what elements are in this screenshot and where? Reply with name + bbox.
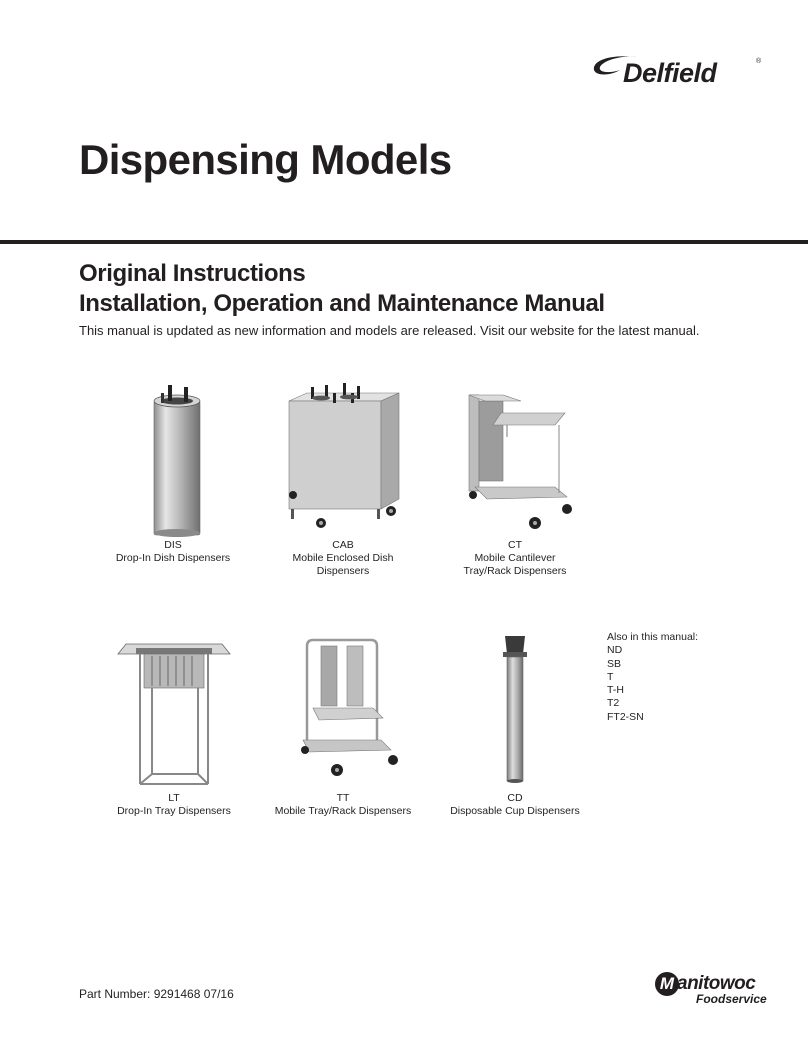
update-note: This manual is updated as new informatio… xyxy=(79,323,700,338)
model-desc: Disposable Cup Dispensers xyxy=(450,805,580,817)
dis-dispenser-image xyxy=(153,385,201,537)
model-code: CAB xyxy=(332,539,354,551)
also-item-t: T xyxy=(607,670,614,683)
manufacturer-division: Foodservice xyxy=(696,992,767,1006)
model-code: CD xyxy=(507,792,523,804)
model-desc: Drop-In Dish Dispensers xyxy=(115,552,231,564)
also-item-nd: ND xyxy=(607,644,623,657)
cd-dispenser-image xyxy=(503,636,527,783)
also-in-manual-list: Also in this manual: ND SB T T-H T2 FT2-… xyxy=(607,631,698,724)
delfield-logo: Delfield ® xyxy=(590,48,770,96)
delfield-swoosh-icon xyxy=(593,56,636,75)
tt-dispenser-image xyxy=(301,638,398,776)
model-code: LT xyxy=(168,792,180,804)
also-heading: Also in this manual: xyxy=(607,631,699,643)
page-title: Dispensing Models xyxy=(79,136,452,183)
also-item-ft2-sn: FT2-SN xyxy=(607,710,644,723)
title-divider xyxy=(0,240,808,244)
manitowoc-m-mark: M xyxy=(655,972,679,996)
model-ct: CT Mobile Cantilever Tray/Rack Dispenser… xyxy=(448,383,582,578)
model-desc: Mobile Tray/Rack Dispensers xyxy=(274,805,412,817)
subtitle-manual-type: Installation, Operation and Maintenance … xyxy=(79,290,605,317)
model-code: TT xyxy=(336,792,350,804)
model-cd: CD Disposable Cup Dispensers xyxy=(448,634,582,818)
part-number: Part Number: 9291468 07/16 xyxy=(79,987,234,1001)
registered-mark: ® xyxy=(756,58,762,65)
cab-dispenser-image xyxy=(288,383,400,528)
model-desc: Drop-In Tray Dispensers xyxy=(117,805,231,817)
model-desc-line2: Tray/Rack Dispensers xyxy=(463,565,567,577)
model-desc: Mobile Cantilever xyxy=(474,552,556,564)
also-item-sb: SB xyxy=(607,657,622,670)
manitowoc-logo: M anitowoc Foodservice xyxy=(655,972,767,1008)
model-code: DIS xyxy=(164,539,182,551)
model-desc: Mobile Enclosed Dish Dispensers xyxy=(292,552,394,577)
subtitle-original-instructions: Original Instructions xyxy=(79,260,306,287)
model-dis: DIS Drop-In Dish Dispensers xyxy=(112,383,234,565)
model-cab: CAB Mobile Enclosed Dish Dispensers xyxy=(268,383,418,578)
also-item-t2: T2 xyxy=(607,697,620,710)
brand-name: Delfield xyxy=(623,58,717,88)
model-code: CT xyxy=(508,539,522,551)
model-tt: TT Mobile Tray/Rack Dispensers xyxy=(268,634,418,818)
also-item-t-h: T-H xyxy=(607,684,624,697)
ct-dispenser-image xyxy=(468,394,572,529)
lt-dispenser-image xyxy=(117,643,231,785)
model-lt: LT Drop-In Tray Dispensers xyxy=(104,634,244,818)
manufacturer-name: anitowoc xyxy=(677,973,756,994)
